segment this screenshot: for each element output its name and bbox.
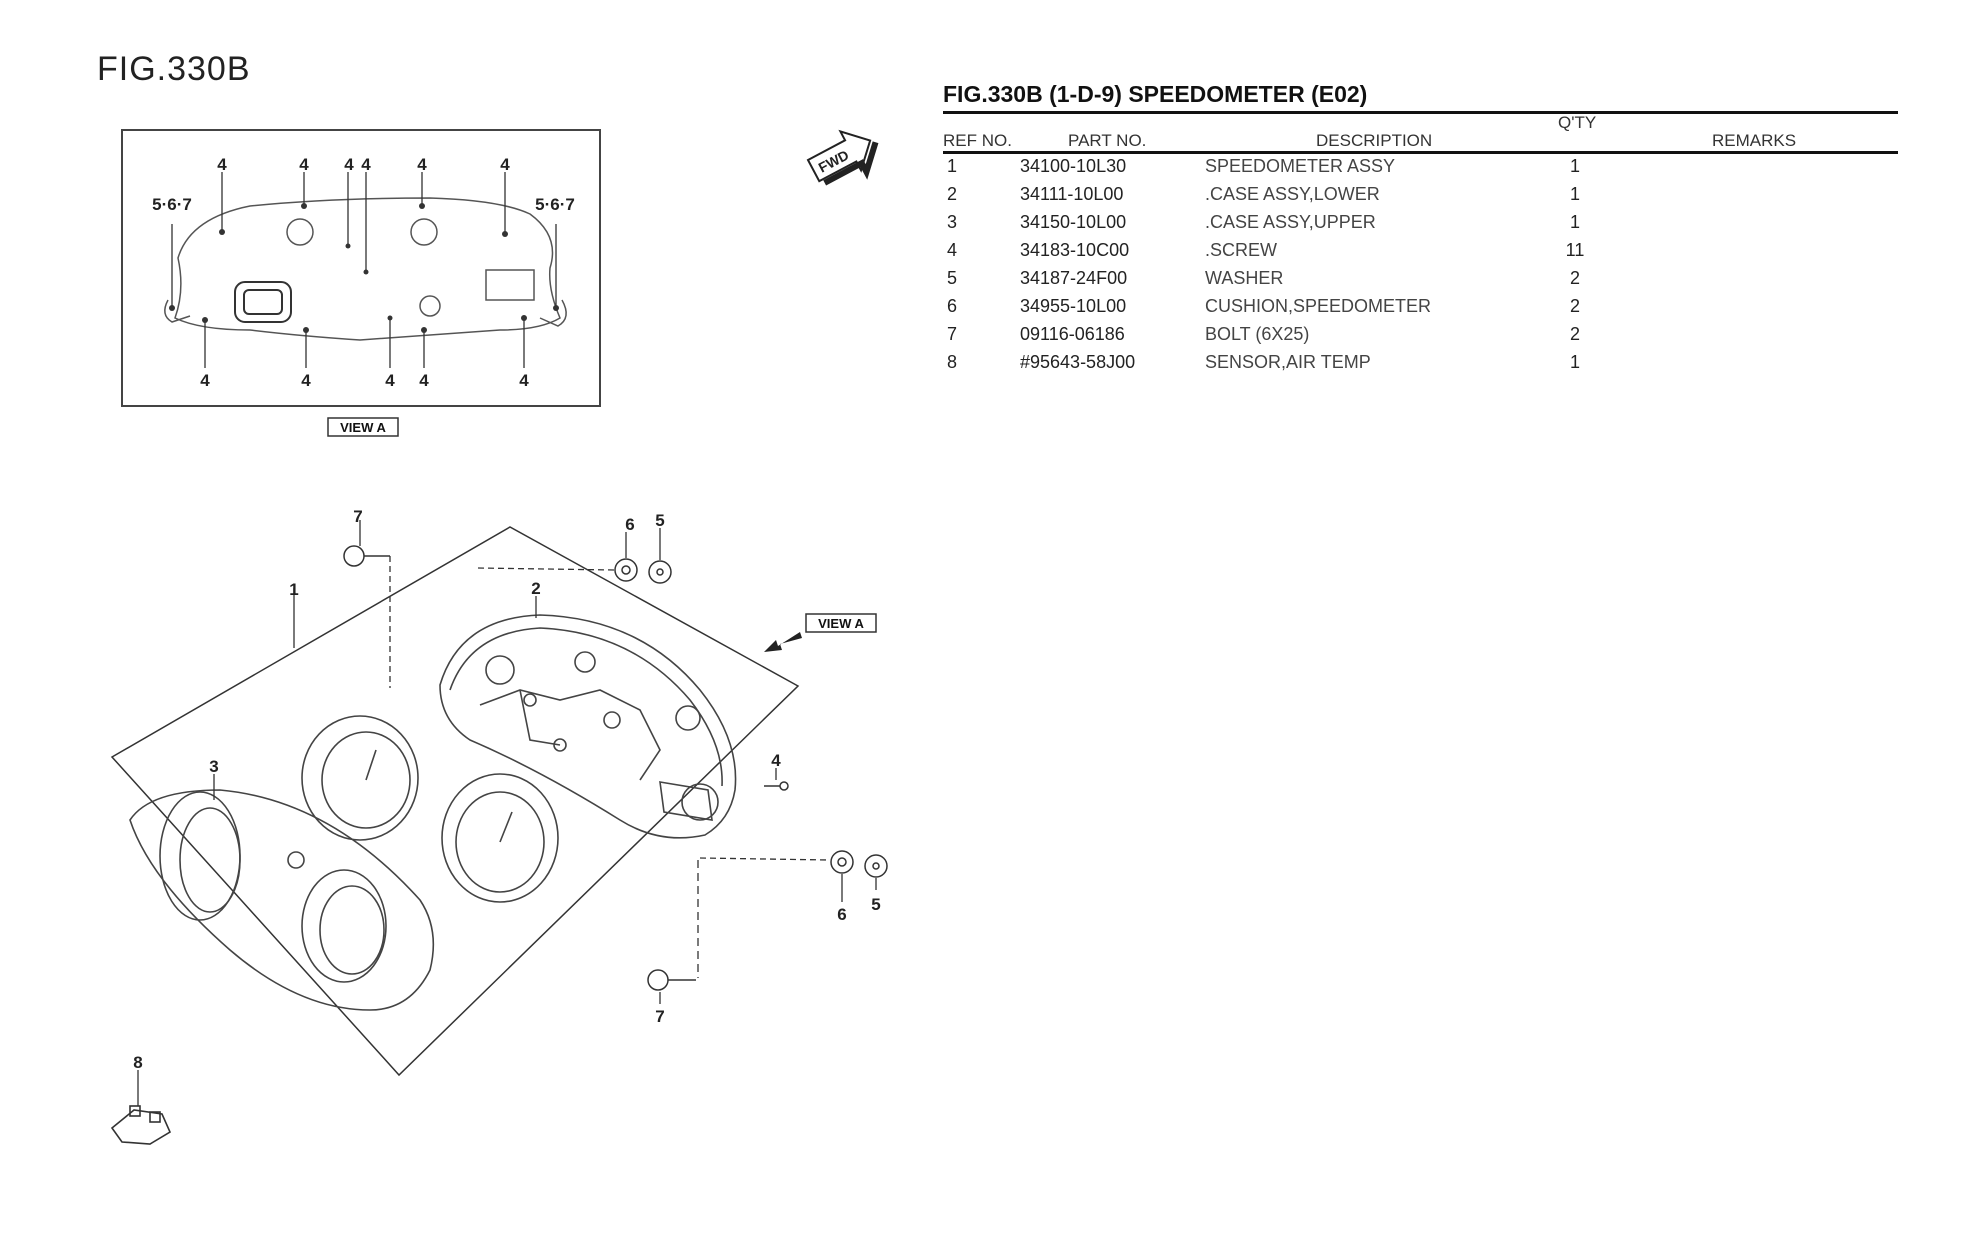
callout-cushion: 6: [837, 905, 846, 924]
callout-lower-case: 2: [531, 579, 540, 598]
view-a-pointer: VIEW A: [764, 613, 877, 652]
table-row: 6 34955-10L00 CUSHION,SPEEDOMETER 2: [943, 296, 1898, 324]
washer-icon: [648, 560, 672, 584]
callout-combo: 5·6·7: [152, 195, 192, 214]
callout-screw: 4: [519, 371, 529, 390]
callout-screw: 4: [385, 371, 395, 390]
table-row: 3 34150-10L00 .CASE ASSY,UPPER 1: [943, 212, 1898, 240]
view-a-tag: VIEW A: [327, 417, 399, 437]
view-a-screw-markers: [169, 203, 559, 333]
header-bottom-rule: [943, 151, 1898, 154]
screw-icon: [764, 781, 789, 791]
table-row: 8 #95643-58J00 SENSOR,AIR TEMP 1: [943, 352, 1898, 380]
speedometer-gauge: [441, 773, 559, 903]
header-description: DESCRIPTION: [1316, 131, 1433, 150]
cell-description: SPEEDOMETER ASSY: [1205, 156, 1396, 176]
cell-qty: 11: [1565, 240, 1585, 260]
cell-part: 34100-10L30: [1020, 156, 1127, 176]
cell-qty: 1: [1569, 212, 1580, 232]
callout-cushion: 6: [625, 515, 634, 534]
callout-upper-case: 3: [209, 757, 218, 776]
cell-description: .CASE ASSY,UPPER: [1205, 212, 1376, 232]
callout-screw: 4: [301, 371, 311, 390]
fwd-arrow-icon: FWD: [806, 129, 879, 186]
bolt-icon: [343, 545, 390, 567]
table-title: FIG.330B (1-D-9) SPEEDOMETER (E02): [943, 81, 1368, 107]
cell-part: 34111-10L00: [1020, 184, 1124, 204]
callout-screw: 4: [344, 155, 354, 174]
table-row: 5 34187-24F00 WASHER 2: [943, 268, 1898, 296]
cell-description: .CASE ASSY,LOWER: [1205, 184, 1380, 204]
view-a-pointer-label: VIEW A: [818, 616, 864, 631]
callout-screw-right: 4: [771, 751, 781, 770]
cell-part: 34183-10C00: [1020, 240, 1130, 260]
cell-description: WASHER: [1205, 268, 1284, 288]
cushion-icon: [830, 850, 854, 874]
bolt-icon: [647, 969, 696, 991]
view-a-frame: [121, 129, 601, 407]
header-remarks: REMARKS: [1712, 131, 1797, 150]
cell-ref: 3: [947, 212, 958, 232]
cell-qty: 2: [1569, 296, 1580, 316]
cushion-icon: [614, 558, 638, 582]
cell-description: SENSOR,AIR TEMP: [1205, 352, 1371, 372]
view-a-leader-lines: [171, 172, 557, 368]
callout-screw: 4: [200, 371, 210, 390]
cell-qty: 1: [1569, 184, 1580, 204]
cell-qty: 1: [1569, 156, 1580, 176]
cell-ref: 1: [947, 156, 958, 176]
cell-part: 09116-06186: [1020, 324, 1125, 344]
callout-screw: 4: [361, 155, 371, 174]
tachometer-gauge: [301, 715, 419, 841]
callout-assy: 1: [289, 580, 298, 599]
view-arrow-icon: [764, 632, 802, 652]
callout-screw: 4: [417, 155, 427, 174]
cell-qty: 2: [1569, 324, 1580, 344]
table-row: 4 34183-10C00 .SCREW 11: [943, 240, 1898, 268]
header-ref: REF NO.: [943, 131, 1012, 150]
cell-description: BOLT (6X25): [1205, 324, 1310, 344]
table-row: 1 34100-10L30 SPEEDOMETER ASSY 1: [943, 156, 1898, 184]
callout-sensor: 8: [133, 1053, 142, 1072]
washer-icon: [864, 854, 888, 878]
cell-qty: 1: [1569, 352, 1580, 372]
table-row: 2 34111-10L00 .CASE ASSY,LOWER 1: [943, 184, 1898, 212]
cell-description: .SCREW: [1205, 240, 1277, 260]
cell-ref: 6: [947, 296, 958, 316]
callout-washer: 5: [871, 895, 880, 914]
callout-screw: 4: [419, 371, 429, 390]
assembly-outline: [110, 526, 800, 1077]
cell-ref: 2: [947, 184, 958, 204]
cell-ref: 5: [947, 268, 958, 288]
cell-ref: 4: [947, 240, 958, 260]
figure-label: FIG.330B: [97, 50, 251, 88]
callout-screw: 4: [500, 155, 510, 174]
callout-screw: 4: [299, 155, 309, 174]
air-temp-sensor-part: [110, 1105, 172, 1145]
callout-bolt: 7: [655, 1007, 664, 1026]
view-a-label: VIEW A: [340, 420, 386, 435]
callout-screw: 4: [217, 155, 227, 174]
view-a-display: [234, 281, 292, 323]
upper-case-part: [129, 789, 435, 1011]
cell-qty: 2: [1569, 268, 1580, 288]
cell-description: CUSHION,SPEEDOMETER: [1205, 296, 1432, 316]
view-a-housing: [164, 197, 567, 341]
lower-case-part: [439, 614, 737, 839]
header-top-rule: [943, 111, 1898, 114]
cell-part: 34150-10L00: [1020, 212, 1127, 232]
callout-combo: 5·6·7: [535, 195, 575, 214]
header-part: PART NO.: [1068, 131, 1147, 150]
cell-part: 34187-24F00: [1020, 268, 1128, 288]
callout-bolt: 7: [353, 507, 362, 526]
cell-ref: 7: [947, 324, 958, 344]
table-row: 7 09116-06186 BOLT (6X25) 2: [943, 324, 1898, 352]
cell-part: 34955-10L00: [1020, 296, 1127, 316]
callout-washer: 5: [655, 511, 664, 530]
cell-part: #95643-58J00: [1020, 352, 1136, 372]
cell-ref: 8: [947, 352, 958, 372]
header-qty: Q'TY: [1558, 113, 1597, 132]
